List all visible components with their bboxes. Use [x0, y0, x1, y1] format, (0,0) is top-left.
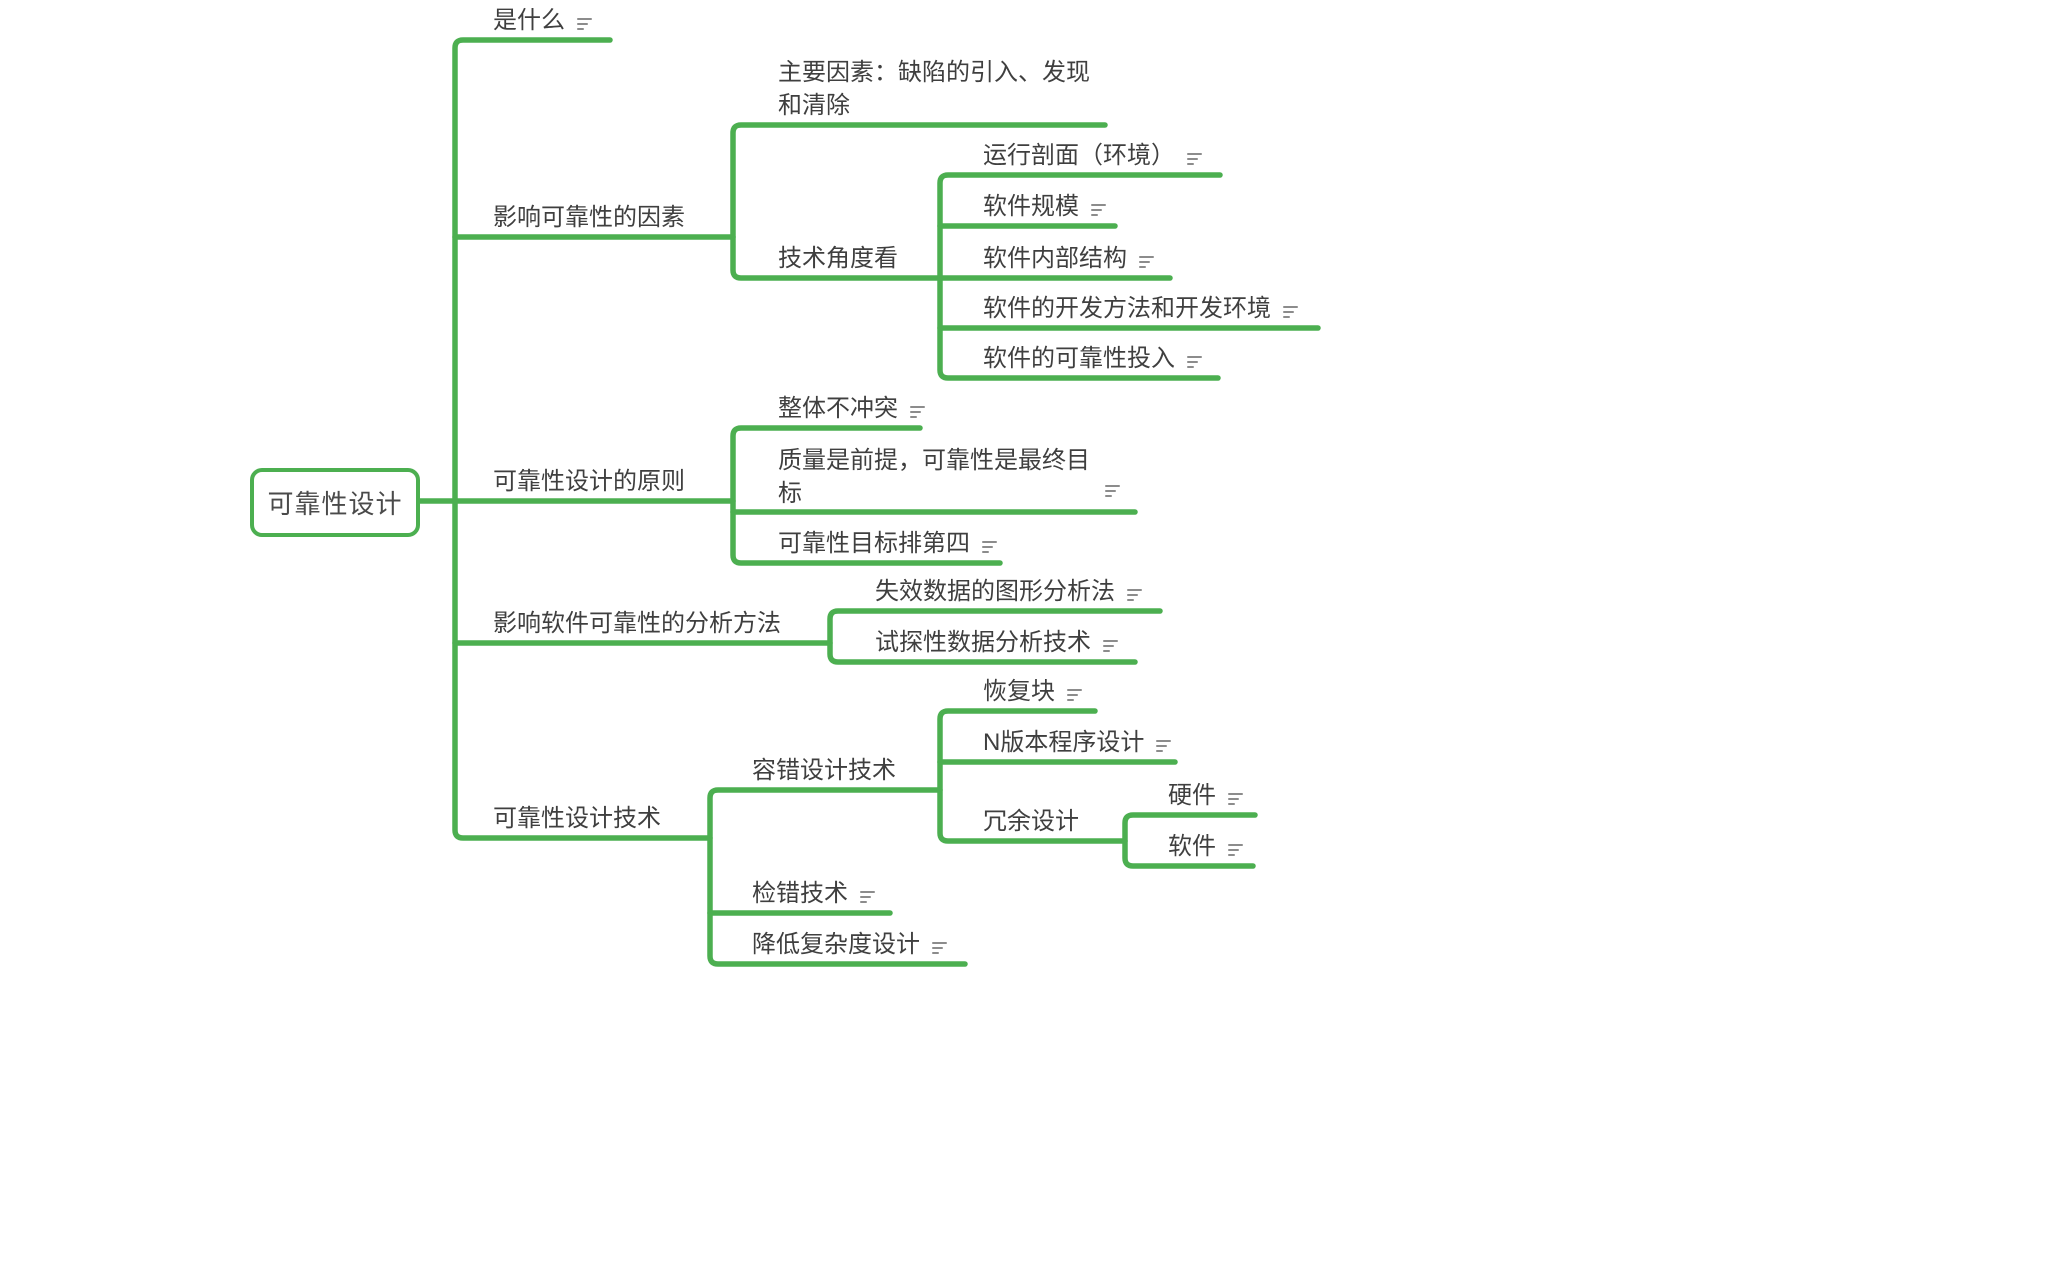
topic-error-detection[interactable]: 检错技术 [752, 880, 875, 908]
branch-line [827, 608, 1163, 665]
topic-label: 硬件 [1168, 782, 1216, 809]
topic-n-version-programming[interactable]: N版本程序设计 [983, 729, 1172, 757]
topic-label: 影响软件可靠性的分析方法 [493, 610, 781, 637]
topic-label: 可靠性设计的原则 [493, 468, 685, 495]
root-topic[interactable]: 可靠性设计 [250, 468, 420, 537]
topic-design-principles[interactable]: 可靠性设计的原则 [493, 468, 685, 496]
topic-internal-structure[interactable]: 软件内部结构 [983, 245, 1154, 273]
topic-label: 恢复块 [983, 678, 1055, 705]
branch-line [707, 787, 968, 967]
topic-dev-method-environment[interactable]: 软件的开发方法和开发环境 [983, 295, 1298, 323]
topic-no-overall-conflict[interactable]: 整体不冲突 [778, 395, 925, 423]
note-icon[interactable] [982, 541, 997, 553]
topic-label: 可靠性目标排第四 [778, 530, 970, 557]
note-icon[interactable] [910, 406, 925, 418]
topic-software-scale[interactable]: 软件规模 [983, 193, 1106, 221]
topic-label: 软件规模 [983, 193, 1079, 220]
topic-label: N版本程序设计 [983, 729, 1145, 756]
topic-operating-profile[interactable]: 运行剖面（环境） [983, 142, 1202, 170]
topic-label: 影响可靠性的因素 [493, 204, 685, 231]
root-topic-label: 可靠性设计 [267, 489, 403, 519]
note-icon[interactable] [1283, 306, 1298, 318]
note-icon[interactable] [1091, 204, 1106, 216]
branch-line [730, 122, 1108, 281]
topic-label: 可靠性设计技术 [493, 805, 661, 832]
topic-label: 整体不冲突 [778, 395, 898, 422]
topic-label: 检错技术 [752, 880, 848, 907]
note-icon[interactable] [1105, 485, 1120, 497]
topic-label: 软件的可靠性投入 [983, 345, 1175, 372]
note-icon[interactable] [1156, 740, 1172, 752]
note-icon[interactable] [932, 942, 947, 954]
topic-label: 失效数据的图形分析法 [875, 578, 1115, 605]
topic-label: 冗余设计 [983, 808, 1079, 835]
topic-reliability-investment[interactable]: 软件的可靠性投入 [983, 345, 1202, 373]
topic-quality-premise[interactable]: 质量是前提，可靠性是最终目标 [778, 444, 1120, 510]
note-icon[interactable] [1139, 256, 1154, 268]
topic-label: 软件的开发方法和开发环境 [983, 295, 1271, 322]
note-icon[interactable] [1103, 640, 1118, 652]
note-icon[interactable] [1228, 844, 1243, 856]
topic-label: 软件 [1168, 833, 1216, 860]
topic-label: 运行剖面（环境） [983, 142, 1175, 169]
topic-hardware[interactable]: 硬件 [1168, 782, 1243, 810]
topic-reliability-factors[interactable]: 影响可靠性的因素 [493, 204, 685, 232]
topic-what-is-it[interactable]: 是什么 [493, 7, 592, 35]
topic-redundancy-design[interactable]: 冗余设计 [983, 808, 1079, 836]
topic-analysis-methods[interactable]: 影响软件可靠性的分析方法 [493, 610, 781, 638]
branch-line [1122, 812, 1258, 869]
topic-fault-tolerant-design[interactable]: 容错设计技术 [752, 757, 896, 785]
branch-line [730, 425, 1003, 566]
topic-technical-perspective[interactable]: 技术角度看 [778, 245, 898, 273]
branch-line [452, 37, 713, 841]
topic-failure-data-graphical-analysis[interactable]: 失效数据的图形分析法 [875, 578, 1142, 606]
note-icon[interactable] [1067, 689, 1082, 701]
branch-line [937, 708, 1128, 844]
note-icon[interactable] [577, 18, 592, 30]
topic-goal-ranks-fourth[interactable]: 可靠性目标排第四 [778, 530, 997, 558]
topic-label: 试探性数据分析技术 [875, 629, 1091, 656]
topic-label: 是什么 [493, 7, 565, 34]
topic-design-techniques[interactable]: 可靠性设计技术 [493, 805, 661, 833]
note-icon[interactable] [1187, 356, 1202, 368]
topic-label: 主要因素：缺陷的引入、发现和清除 [778, 59, 1090, 119]
topic-main-factor[interactable]: 主要因素：缺陷的引入、发现和清除 [778, 56, 1100, 122]
note-icon[interactable] [1127, 589, 1142, 601]
topic-exploratory-data-analysis[interactable]: 试探性数据分析技术 [875, 629, 1118, 657]
note-icon[interactable] [1228, 793, 1243, 805]
topic-label: 技术角度看 [778, 245, 898, 272]
topic-label: 质量是前提，可靠性是最终目标 [778, 447, 1090, 507]
note-icon[interactable] [1187, 153, 1202, 165]
topic-label: 容错设计技术 [752, 757, 896, 784]
topic-label: 降低复杂度设计 [752, 931, 920, 958]
topic-complexity-reduction[interactable]: 降低复杂度设计 [752, 931, 947, 959]
topic-label: 软件内部结构 [983, 245, 1127, 272]
topic-software[interactable]: 软件 [1168, 833, 1243, 861]
note-icon[interactable] [860, 891, 875, 903]
topic-recovery-block[interactable]: 恢复块 [983, 678, 1082, 706]
